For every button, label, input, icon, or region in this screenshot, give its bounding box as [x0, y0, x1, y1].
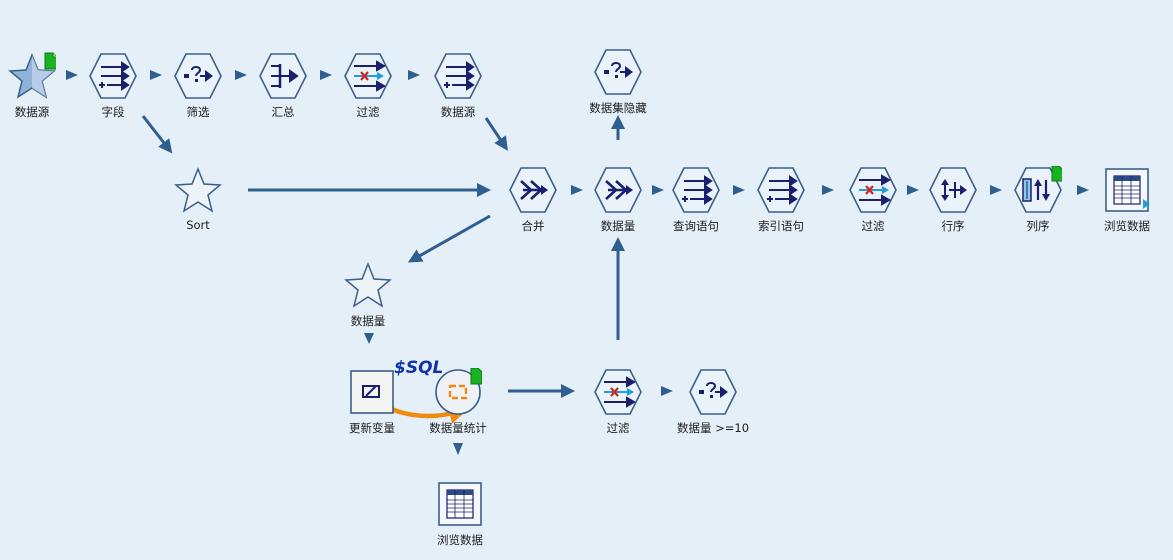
flow-arrow	[661, 386, 673, 396]
flow-arrow	[1077, 185, 1089, 195]
node-label: 过滤	[356, 105, 380, 119]
node-count-check[interactable]: 数据量 >=10	[677, 368, 749, 448]
field-ops-icon	[89, 53, 137, 99]
node-label: 数据量统计	[429, 421, 487, 435]
node-filter-3[interactable]: 过滤	[586, 368, 650, 448]
node-label: 浏览数据	[437, 533, 483, 547]
filter-icon	[849, 167, 897, 213]
select-icon	[689, 369, 737, 415]
node-label: 索引语句	[758, 219, 804, 233]
row-order-icon	[929, 167, 977, 213]
flow-connector	[484, 117, 508, 151]
node-label: 更新变量	[349, 421, 395, 435]
node-count-star[interactable]: 数据量	[336, 261, 400, 341]
field-ops-icon	[672, 167, 720, 213]
filter-icon	[594, 369, 642, 415]
node-label: 行序	[941, 219, 965, 233]
node-label: 数据集隐藏	[589, 101, 647, 115]
flow-arrow	[571, 185, 583, 195]
aggregate-icon	[259, 53, 307, 99]
table-browse-icon	[438, 482, 482, 526]
field-ops-icon	[757, 167, 805, 213]
flow-connector	[407, 214, 491, 263]
node-label: 数据源	[440, 105, 476, 119]
star-icon	[174, 166, 222, 213]
node-update-variable[interactable]: 更新变量	[340, 368, 404, 448]
node-label: 数据源	[14, 105, 50, 119]
node-label: 过滤	[861, 219, 885, 233]
flow-arrow	[364, 333, 374, 344]
flow-arrow	[320, 70, 332, 80]
node-filter-2[interactable]: 过滤	[841, 166, 905, 246]
node-label: 查询语句	[673, 219, 719, 233]
flow-arrow	[907, 185, 919, 195]
node-label: 字段	[101, 105, 125, 119]
flow-connector	[141, 115, 173, 154]
node-select[interactable]: 筛选	[166, 52, 230, 132]
field-ops-icon	[434, 53, 482, 99]
node-query[interactable]: 查询语句	[664, 166, 728, 246]
node-column-order[interactable]: 列序	[1006, 166, 1070, 246]
flow-arrow	[408, 70, 420, 80]
node-browse[interactable]: 浏览数据	[1095, 166, 1159, 246]
column-order-icon	[1014, 166, 1062, 213]
table-browse-icon	[1105, 168, 1150, 212]
node-source-2[interactable]: 数据源	[426, 52, 490, 132]
flow-arrow	[822, 185, 834, 195]
flow-arrow	[235, 70, 247, 80]
node-count-stats[interactable]: 数据量统计	[426, 368, 490, 448]
flow-arrow	[733, 185, 745, 195]
node-label: 汇总	[271, 105, 295, 119]
node-aggregate[interactable]: 汇总	[251, 52, 315, 132]
node-label: 数据量	[600, 219, 636, 233]
star-icon	[344, 261, 392, 308]
node-index[interactable]: 索引语句	[749, 166, 813, 246]
merge-icon	[509, 167, 557, 213]
node-row-order[interactable]: 行序	[921, 166, 985, 246]
select-icon	[594, 49, 642, 95]
flow-arrow	[990, 185, 1002, 195]
node-label: 数据量 >=10	[676, 421, 750, 435]
select-icon	[174, 53, 222, 99]
node-sort[interactable]: Sort	[166, 166, 230, 246]
node-source[interactable]: 数据源	[0, 52, 64, 132]
merge-icon	[594, 167, 642, 213]
node-browse-2[interactable]: 浏览数据	[428, 480, 492, 560]
node-label: 过滤	[606, 421, 630, 435]
node-filter[interactable]: 过滤	[336, 52, 400, 132]
sql-variable-label: $SQL	[394, 358, 444, 378]
node-label: 列序	[1026, 219, 1050, 233]
node-label: 数据量	[350, 314, 386, 328]
flow-arrow	[453, 443, 463, 455]
filter-icon	[344, 53, 392, 99]
star-source-icon	[8, 52, 56, 99]
flow-arrow	[652, 185, 664, 195]
node-merge[interactable]: 合并	[501, 166, 565, 246]
update-variable-icon	[350, 370, 394, 414]
node-label: 合并	[521, 219, 545, 233]
node-field[interactable]: 字段	[81, 52, 145, 132]
flow-arrow	[150, 70, 162, 80]
flow-arrow	[66, 70, 78, 80]
node-label: 浏览数据	[1104, 219, 1150, 233]
node-label: Sort	[186, 218, 210, 232]
node-label: 筛选	[186, 105, 210, 119]
node-dataset-hide[interactable]: 数据集隐藏	[586, 48, 650, 128]
stats-circle-icon	[435, 368, 482, 415]
node-count[interactable]: 数据量	[586, 166, 650, 246]
